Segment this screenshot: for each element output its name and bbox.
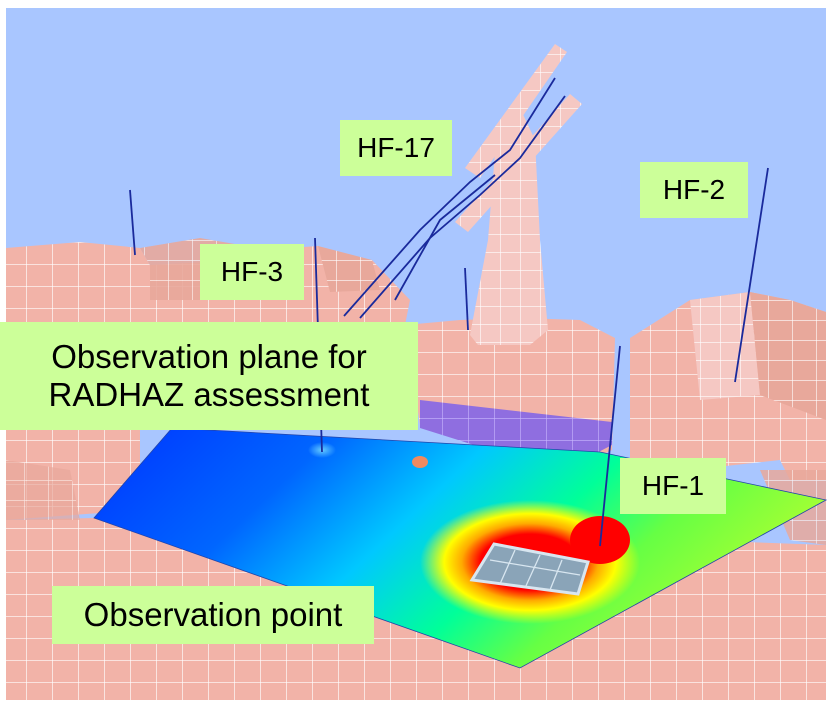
label-hf-3: HF-3 — [200, 244, 304, 300]
antenna-hf2 — [734, 167, 769, 383]
antenna-hf1 — [599, 345, 621, 547]
antenna-hf3-left — [129, 189, 136, 256]
label-observation-plane: Observation plane for RADHAZ assessment — [0, 322, 418, 430]
label-hf-2: HF-2 — [640, 162, 748, 218]
antenna-mid — [464, 267, 469, 331]
mast-yardarm-lower — [455, 94, 582, 232]
label-observation-point: Observation point — [52, 586, 374, 644]
mast — [470, 108, 548, 345]
label-observation-plane-line2: RADHAZ assessment — [48, 376, 370, 413]
antenna-hf17-wire-1 — [343, 77, 556, 317]
label-hf-17: HF-17 — [340, 120, 452, 176]
antenna-hf17-wire-2 — [359, 95, 566, 319]
observation-point-marker — [412, 456, 428, 468]
label-hf-1: HF-1 — [620, 458, 726, 514]
label-observation-plane-line1: Observation plane for — [51, 338, 367, 376]
mast-yardarm-upper — [465, 44, 567, 178]
